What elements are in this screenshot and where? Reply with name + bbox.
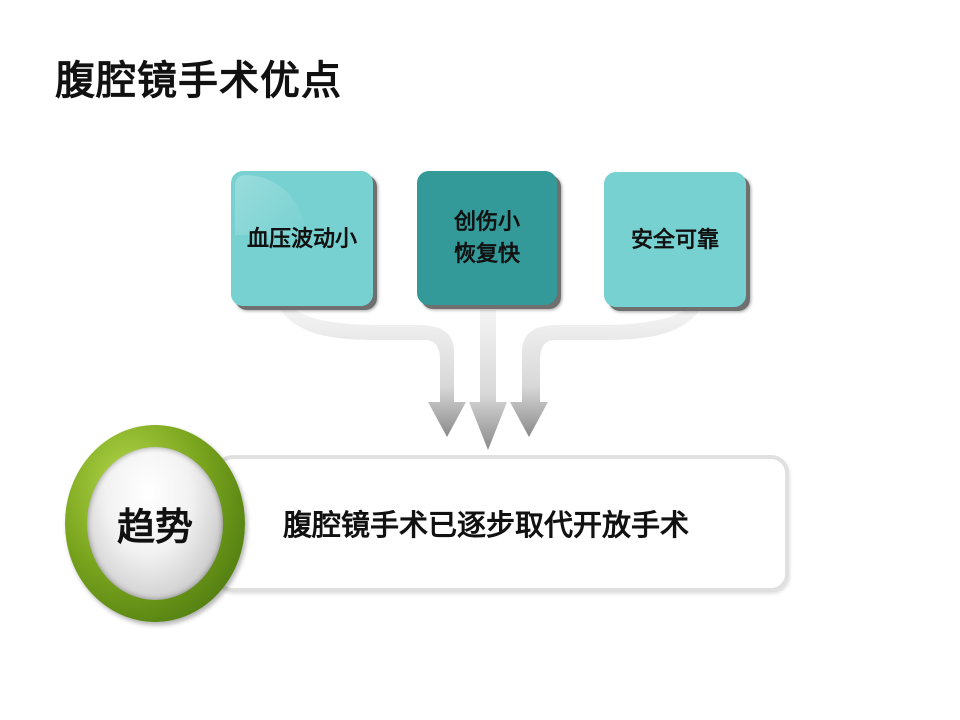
trend-text: 腹腔镜手术已逐步取代开放手术 xyxy=(283,510,690,542)
advantage-box-blood-pressure: 血压波动小 xyxy=(231,171,373,306)
arrow-left xyxy=(280,310,466,437)
arrow-middle xyxy=(469,310,507,450)
advantage-text-line2: 恢复快 xyxy=(453,241,520,266)
advantage-text-line1: 创伤小 xyxy=(453,209,520,234)
slide-title: 腹腔镜手术优点 xyxy=(55,59,342,103)
advantage-text: 安全可靠 xyxy=(630,226,719,252)
advantage-box-safety: 安全可靠 xyxy=(604,172,746,307)
advantage-box-recovery: 创伤小恢复快 xyxy=(417,171,557,305)
trend-label: 趋势 xyxy=(116,507,193,549)
trend-badge: 趋势 xyxy=(65,425,245,622)
arrow-right xyxy=(510,310,700,437)
advantage-text: 血压波动小 xyxy=(246,225,357,251)
